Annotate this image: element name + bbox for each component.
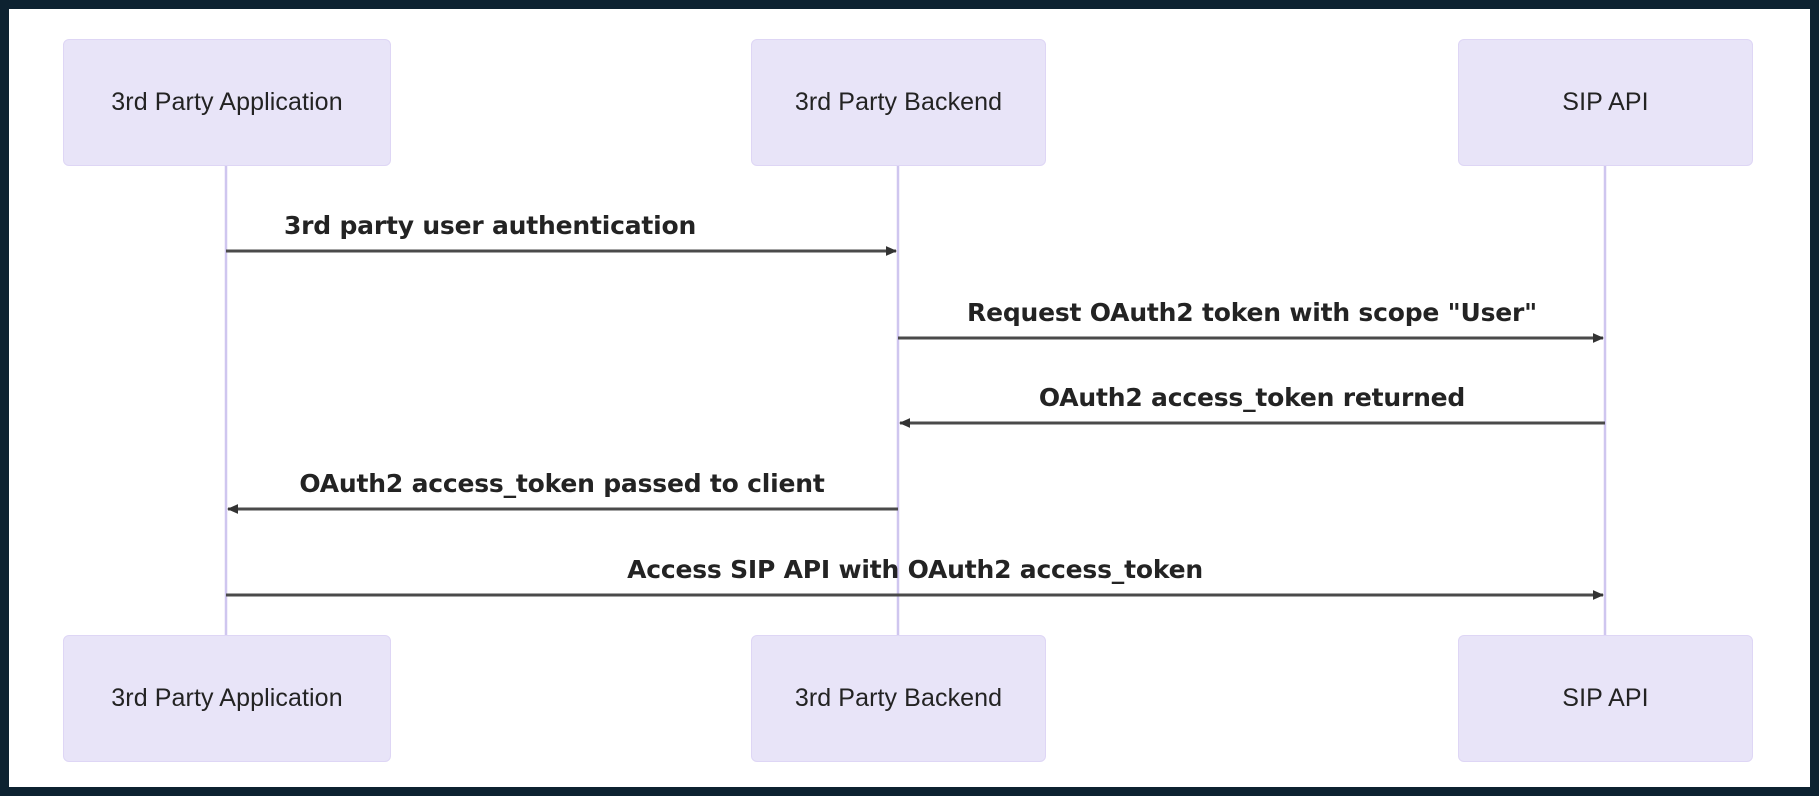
- actor-box-backend-top[interactable]: 3rd Party Backend: [751, 39, 1046, 166]
- message-label-5: Access SIP API with OAuth2 access_token: [627, 555, 1203, 584]
- actor-label-app: 3rd Party Application: [111, 88, 343, 117]
- actor-box-sip-bottom[interactable]: SIP API: [1458, 635, 1753, 762]
- actor-box-sip-top[interactable]: SIP API: [1458, 39, 1753, 166]
- actor-label-sip: SIP API: [1562, 88, 1649, 117]
- actor-label-backend: 3rd Party Backend: [794, 684, 1003, 713]
- actor-box-app-bottom[interactable]: 3rd Party Application: [63, 635, 391, 762]
- actor-label-backend: 3rd Party Backend: [794, 88, 1003, 117]
- actor-label-sip: SIP API: [1562, 684, 1649, 713]
- actor-box-backend-bottom[interactable]: 3rd Party Backend: [751, 635, 1046, 762]
- message-arrows-group: [226, 246, 1605, 600]
- actor-box-app-top[interactable]: 3rd Party Application: [63, 39, 391, 166]
- lifelines-group: [224, 166, 1607, 635]
- message-label-2: Request OAuth2 token with scope "User": [967, 298, 1537, 327]
- message-label-4: OAuth2 access_token passed to client: [299, 469, 825, 498]
- diagram-vector-layer: [224, 166, 1607, 635]
- message-label-3: OAuth2 access_token returned: [1038, 383, 1466, 412]
- message-label-1: 3rd party user authentication: [283, 211, 697, 240]
- actor-label-app: 3rd Party Application: [111, 684, 343, 713]
